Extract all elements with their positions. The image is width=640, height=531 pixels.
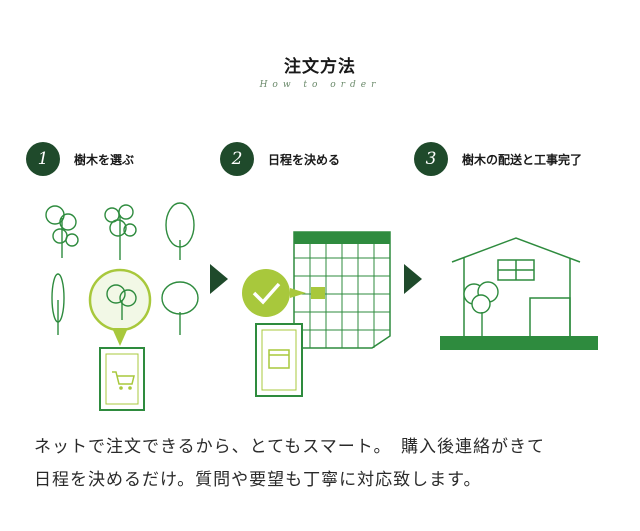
step-1: 1 樹木を選ぶ [26,142,134,176]
tree-icon [165,202,195,260]
phone-cart-icon [99,347,145,411]
step-3: 3 樹木の配送と工事完了 [414,142,582,176]
tree-icon [463,281,499,338]
tree-icon [45,205,79,258]
arrow-right-icon [210,264,228,294]
step-3-label: 樹木の配送と工事完了 [462,152,583,167]
page-title: 注文方法 [284,57,356,77]
order-process-illustration [45,202,598,411]
step-1-number: 1 [26,142,60,176]
page-subtitle: How to order [259,80,381,90]
step-3-number: 3 [414,142,448,176]
tree-icon [51,273,65,335]
calendar-icon [293,231,391,349]
description-line-1: ネットで注文できるから、とてもスマート。 購入後連絡がきて [34,437,545,457]
tree-icon [104,204,137,260]
step-2-label: 日程を決める [268,152,341,167]
tree-icon [161,281,199,335]
phone-calendar-icon [255,323,303,397]
step-2: 2 日程を決める [220,142,340,176]
checkmark-icon [242,269,306,317]
selected-tree-bubble [88,268,152,346]
description-line-2: 日程を決めるだけ。質問や要望も丁寧に対応致します。 [34,470,482,490]
step-2-number: 2 [220,142,254,176]
step-1-label: 樹木を選ぶ [74,152,135,167]
arrow-right-icon [404,264,422,294]
ground-bar [440,336,598,350]
